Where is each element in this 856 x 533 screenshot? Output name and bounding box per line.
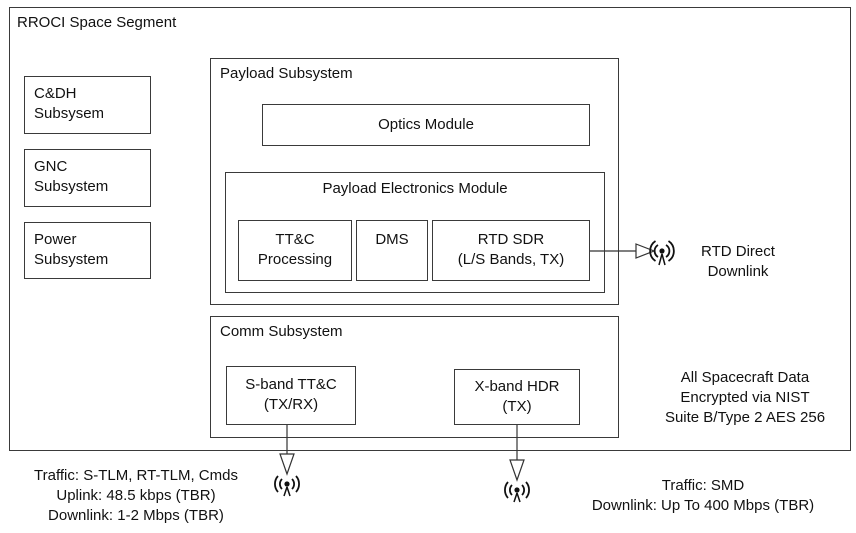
optics-module-label: Optics Module <box>378 116 474 133</box>
power-subsystem-box: Power Subsystem <box>24 222 151 279</box>
dms-label: DMS <box>375 231 409 248</box>
xband-antenna-icon <box>504 481 530 503</box>
cdh-subsystem-label: C&DH Subsysem <box>34 85 105 122</box>
xband-downlink-arrow <box>509 425 525 482</box>
ttc-processing-box: TT&C Processing <box>238 220 352 281</box>
rtd-sdr-box: RTD SDR (L/S Bands, TX) <box>432 220 590 281</box>
rtd-sdr-label: RTD SDR (L/S Bands, TX) <box>457 231 565 268</box>
comm-subsystem-title: Comm Subsystem <box>220 323 343 340</box>
payload-subsystem-title: Payload Subsystem <box>220 65 353 82</box>
sband-ttc-box: S-band TT&C (TX/RX) <box>226 366 356 425</box>
cdh-subsystem-box: C&DH Subsysem <box>24 76 151 134</box>
xband-hdr-label: X-band HDR (TX) <box>474 378 560 415</box>
sband-antenna-icon <box>274 475 300 497</box>
ttc-processing-label: TT&C Processing <box>257 231 333 268</box>
sband-downlink-arrow <box>279 425 295 476</box>
xband-hdr-box: X-band HDR (TX) <box>454 369 580 425</box>
power-subsystem-label: Power Subsystem <box>34 231 109 268</box>
optics-module-box: Optics Module <box>262 104 590 146</box>
dms-box: DMS <box>356 220 428 281</box>
payload-electronics-title: Payload Electronics Module <box>322 180 508 197</box>
rtd-downlink-arrow <box>590 243 656 259</box>
sband-traffic-note: Traffic: S-TLM, RT-TLM, Cmds Uplink: 48.… <box>34 467 238 524</box>
gnc-subsystem-label: GNC Subsystem <box>34 158 109 195</box>
space-segment-title: RROCI Space Segment <box>17 14 177 31</box>
rtd-antenna-icon <box>649 240 675 266</box>
encryption-note: All Spacecraft Data Encrypted via NIST S… <box>664 369 826 426</box>
rtd-direct-downlink-label: RTD Direct Downlink <box>701 243 775 280</box>
sband-ttc-label: S-band TT&C (TX/RX) <box>245 376 337 413</box>
gnc-subsystem-box: GNC Subsystem <box>24 149 151 207</box>
xband-traffic-note: Traffic: SMD Downlink: Up To 400 Mbps (T… <box>591 477 815 514</box>
